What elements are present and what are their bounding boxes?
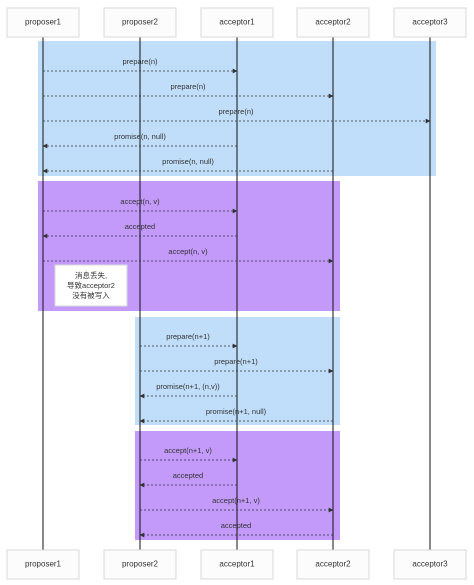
svg-text:accept(n+1, v): accept(n+1, v) [164,446,212,455]
svg-text:prepare(n): prepare(n) [170,82,206,91]
actor-bottom-acceptor2: acceptor2 [296,549,370,580]
message-promise-n1-from-acceptor2: promise(n+1, null) [139,407,333,424]
svg-text:没有被写入: 没有被写入 [72,290,110,300]
svg-text:acceptor3: acceptor3 [412,18,448,27]
svg-text:accept(n, v): accept(n, v) [120,197,160,206]
actor-top-acceptor3: acceptor3 [393,7,467,38]
svg-text:promise(n, null): promise(n, null) [162,157,214,166]
actor-top-acceptor1: acceptor1 [200,7,274,38]
svg-text:acceptor1: acceptor1 [219,18,255,27]
svg-text:accepted: accepted [221,521,251,530]
note-message-lost: 消息丢失, 导致acceptor2 没有被写入 [54,264,128,307]
svg-text:proposer1: proposer1 [25,18,62,27]
actor-bottom-proposer2: proposer2 [103,549,177,580]
svg-text:acceptor1: acceptor1 [219,560,255,569]
message-promise-n1-from-acceptor1: promise(n+1, (n,v)) [139,382,237,399]
svg-text:accept(n, v): accept(n, v) [168,247,208,256]
actor-top-proposer1: proposer1 [6,7,80,38]
actor-bottom-acceptor3: acceptor3 [393,549,467,580]
actor-bottom-acceptor1: acceptor1 [200,549,274,580]
svg-text:acceptor2: acceptor2 [315,560,351,569]
svg-text:acceptor3: acceptor3 [412,560,448,569]
message-promise-from-acceptor2: promise(n, null) [42,157,333,174]
message-promise-from-acceptor1: promise(n, null) [42,132,237,149]
message-accepted-n1-from-acceptor2: accepted [139,521,333,538]
message-prepare-n1-to-acceptor1: prepare(n+1) [140,332,238,349]
message-accept-to-acceptor1: accept(n, v) [43,197,238,214]
message-accepted-n1-from-acceptor1: accepted [139,471,237,488]
svg-text:acceptor2: acceptor2 [315,18,351,27]
svg-text:accepted: accepted [125,222,155,231]
svg-text:导致acceptor2: 导致acceptor2 [67,280,115,290]
svg-text:promise(n, null): promise(n, null) [114,132,166,141]
svg-text:proposer1: proposer1 [25,560,62,569]
svg-text:消息丢失,: 消息丢失, [75,270,107,280]
svg-text:proposer2: proposer2 [122,560,159,569]
message-accepted-from-acceptor1: accepted [42,222,237,239]
svg-text:prepare(n+1): prepare(n+1) [214,357,258,366]
message-accept-n1-to-acceptor1: accept(n+1, v) [140,446,238,463]
actor-bottom-proposer1: proposer1 [6,549,80,580]
svg-text:proposer2: proposer2 [122,18,159,27]
message-prepare-to-acceptor3: prepare(n) [43,107,431,124]
message-prepare-to-acceptor1: prepare(n) [43,57,238,74]
svg-text:promise(n+1, (n,v)): promise(n+1, (n,v)) [156,382,220,391]
actor-top-acceptor2: acceptor2 [296,7,370,38]
message-accept-n1-to-acceptor2: accept(n+1, v) [140,496,334,513]
svg-text:prepare(n): prepare(n) [218,107,254,116]
svg-text:prepare(n): prepare(n) [122,57,158,66]
message-prepare-n1-to-acceptor2: prepare(n+1) [140,357,334,374]
svg-text:accept(n+1, v): accept(n+1, v) [212,496,260,505]
svg-text:prepare(n+1): prepare(n+1) [166,332,210,341]
message-prepare-to-acceptor2: prepare(n) [43,82,334,99]
actor-top-proposer2: proposer2 [103,7,177,38]
svg-text:accepted: accepted [173,471,203,480]
message-accept-to-acceptor2: accept(n, v) [43,247,334,264]
svg-text:promise(n+1, null): promise(n+1, null) [206,407,267,416]
